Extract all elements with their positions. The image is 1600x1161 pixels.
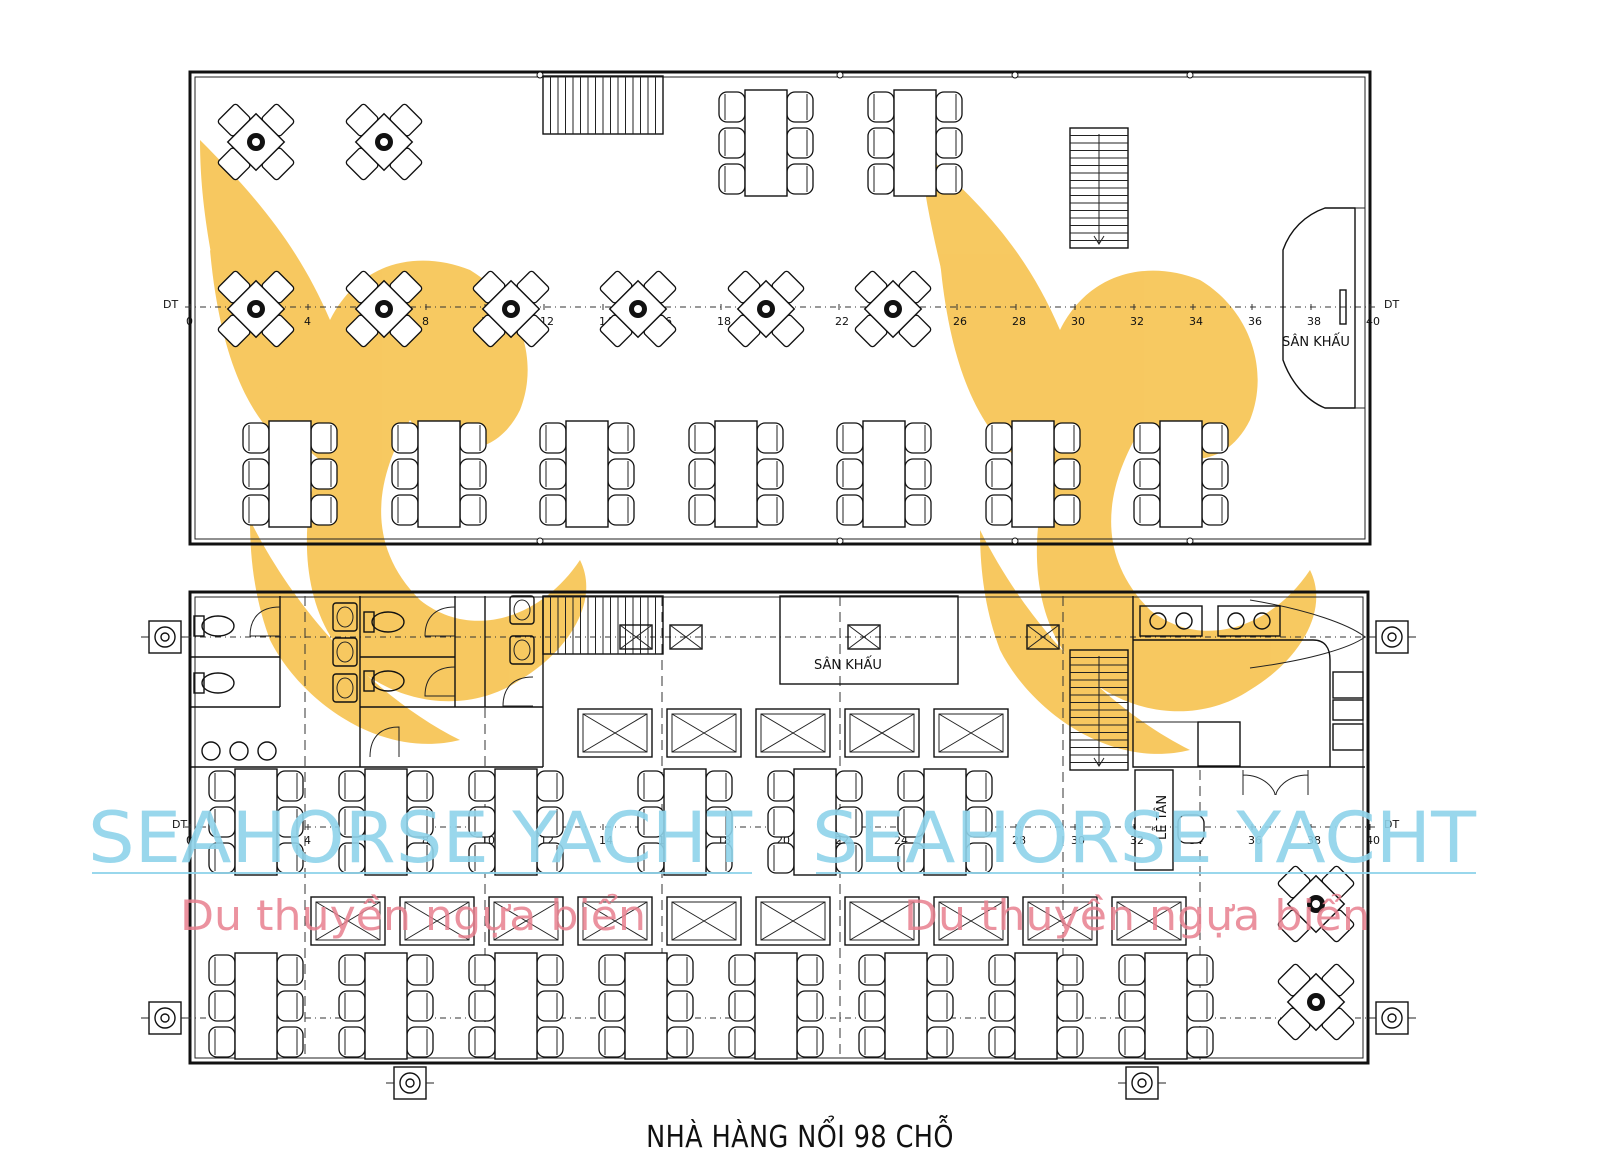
kitchen: LỄ TÂN [1132,596,1365,871]
axis-tick-label: 4 [304,315,311,328]
bollard-icon [1117,1066,1167,1100]
grid-marker-right: DT [1384,298,1399,311]
plan-caption: NHÀ HÀNG NỔI 98 CHỖ [646,1120,954,1155]
lower-deck: DT DT 0246810121416182022242628303234363… [140,590,1417,1100]
axis-tick-label: 30 [1071,315,1085,328]
axis-tick-label: 28 [1012,315,1026,328]
axis-tick-label: 38 [1307,834,1321,847]
axis-tick-label: 4 [304,834,311,847]
axis-tick-label: 34 [1189,315,1203,328]
restrooms [190,595,544,768]
wall-posts [536,71,1194,545]
axis-tick-label: 18 [717,315,731,328]
bollard-icon [1367,620,1417,654]
axis-tick-label: 36 [1248,315,1262,328]
toilet-icon [193,615,235,637]
axis-tick-label: 40 [1366,834,1380,847]
axis-tick-label: 22 [835,315,849,328]
reception-label: LỄ TÂN [1153,795,1170,840]
axis-tick-label: 40 [1366,315,1380,328]
axis-tick-label: 8 [422,834,429,847]
axis-tick-label: 26 [953,315,967,328]
axis-tick-label: 36 [1248,834,1262,847]
grid-marker-right: DT [1384,818,1399,831]
axis-tick-label: 8 [422,315,429,328]
grid-marker-left: DT [172,818,187,831]
upper-deck: DT DT 0246810121416182022242628303234363… [163,70,1399,546]
bollard-icon [140,1001,190,1035]
axis-tick-label: 14 [599,834,613,847]
bollard-icon [1367,1001,1417,1035]
toilet-icon [193,672,235,694]
upper-top-long-tables [719,90,962,196]
watermark-tagline: Du thuyền ngựa biển [180,891,646,940]
seahorse-logo-icon [920,150,1317,754]
stage: SÂN KHẤU [779,595,959,685]
staircase [1069,127,1129,249]
axis-tick-label: 38 [1307,315,1321,328]
staircase [542,75,664,135]
axis-tick-label: 32 [1130,834,1144,847]
bollard-icon [385,1066,435,1100]
staircase [1069,649,1129,771]
lower-bottom-long-tables [209,953,1213,1059]
axis-tick-label: 30 [1071,834,1085,847]
stage-label: SÂN KHẤU [1282,333,1350,350]
stage: SÂN KHẤU [1282,207,1366,409]
watermark: SEAHORSE YACHT SEAHORSE YACHT Du thuyền … [88,797,1476,940]
axis-tick-label: 28 [1012,834,1026,847]
bollard-icon [140,620,190,654]
grid-marker-left: DT [163,298,178,311]
axis-tick-label: 0 [186,315,193,328]
stage-label: SÂN KHẤU [814,656,882,673]
watermark-tagline: Du thuyền ngựa biển [904,891,1370,940]
axis-tick-label: 32 [1130,315,1144,328]
watermark-brand: SEAHORSE YACHT [812,797,1476,879]
watermark-brand: SEAHORSE YACHT [88,797,752,879]
axis-tick-label: 0 [186,834,193,847]
